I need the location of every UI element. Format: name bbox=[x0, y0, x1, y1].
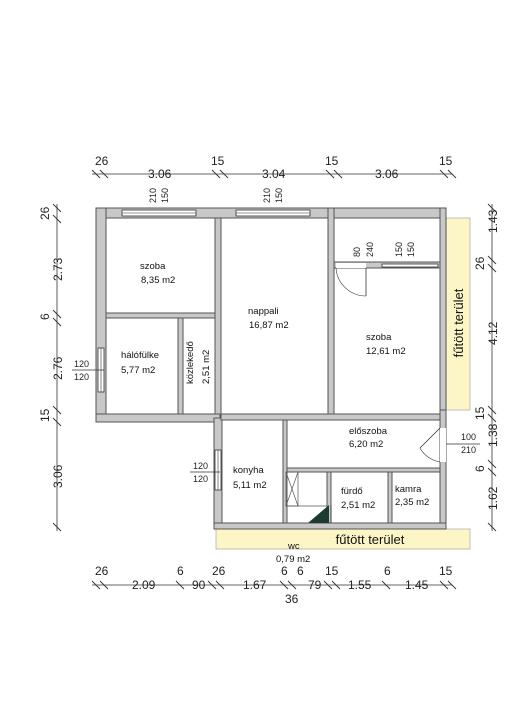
top-dim-small-4: 15 bbox=[439, 154, 453, 168]
left-dimensions: 26 6 15 2.73 2.76 3.06 bbox=[38, 203, 65, 532]
window2-width: 150 bbox=[274, 188, 284, 203]
top-dim-main-3: 3.06 bbox=[375, 167, 399, 181]
right-dim-small-1: 26 bbox=[473, 256, 487, 270]
room-halofulke-area: 5,77 m2 bbox=[121, 365, 155, 376]
room-furdo-area: 2,51 m2 bbox=[341, 500, 375, 511]
bottom-dim-main-1: 2.09 bbox=[132, 578, 156, 592]
wc-fixture bbox=[308, 505, 329, 523]
top-dim-small-2: 15 bbox=[211, 154, 225, 168]
room-szoba2-name: szoba bbox=[366, 332, 392, 343]
bottom-dim-extra: 36 bbox=[285, 592, 299, 606]
bottom-dim-small-7: 6 bbox=[384, 564, 391, 578]
room-konyha-name: konyha bbox=[233, 465, 264, 476]
room-kozlekedo-name: közlekedő bbox=[185, 341, 196, 384]
left-dim-main-2: 2.76 bbox=[51, 356, 65, 380]
top-dimensions: 26 15 15 15 3.06 3.04 3.06 bbox=[91, 154, 457, 181]
room-wc-name: wc bbox=[287, 541, 300, 552]
window3-height: 150 bbox=[394, 242, 404, 257]
room-nappali-name: nappali bbox=[248, 306, 279, 317]
window1-height: 210 bbox=[148, 188, 158, 203]
left-dim-small-2: 6 bbox=[38, 313, 52, 320]
room-eloszoba-area: 6,20 m2 bbox=[349, 439, 383, 450]
right-dim-main-3: 1.38 bbox=[486, 423, 500, 447]
top-dim-small-3: 15 bbox=[325, 154, 339, 168]
right-dim-main-2: 4.12 bbox=[486, 321, 500, 345]
left-dim-small-3: 15 bbox=[38, 408, 52, 422]
heated-area-label-right: fűtött terület bbox=[451, 288, 466, 357]
bottom-dim-small-6: 15 bbox=[325, 564, 339, 578]
doors bbox=[330, 263, 446, 523]
right-dimensions: 26 15 6 1.43 4.12 1.38 1.62 bbox=[473, 203, 500, 532]
window-left2-a: 120 bbox=[193, 461, 208, 471]
left-dim-small-1: 26 bbox=[38, 206, 52, 220]
opening-labels: 210 150 210 150 80 240 150 150 120 120 1… bbox=[72, 188, 480, 484]
shaft bbox=[285, 471, 327, 507]
window-left1-a: 120 bbox=[74, 359, 89, 369]
right-dim-main-1: 1.43 bbox=[486, 209, 500, 233]
room-labels: szoba 8,35 m2 nappali 16,87 m2 szoba 12,… bbox=[121, 261, 429, 565]
left-dim-main-3: 3.06 bbox=[51, 464, 65, 488]
room-kamra-area: 2,35 m2 bbox=[395, 497, 429, 508]
window3-width: 150 bbox=[406, 242, 416, 257]
door-top-height: 240 bbox=[365, 242, 375, 257]
door-right-width: 100 bbox=[461, 432, 476, 442]
room-eloszoba-name: előszoba bbox=[349, 426, 388, 437]
room-halofulke-name: hálófülke bbox=[121, 350, 159, 361]
door-top-width: 80 bbox=[352, 247, 362, 257]
left-dim-main-1: 2.73 bbox=[51, 257, 65, 281]
room-konyha-area: 5,11 m2 bbox=[233, 480, 267, 491]
bottom-dimensions: 26 6 26 6 6 15 6 15 2.09 90 1.67 79 1.55… bbox=[91, 564, 457, 606]
room-szoba2-area: 12,61 m2 bbox=[366, 346, 406, 357]
bottom-dim-small-1: 26 bbox=[95, 564, 109, 578]
heated-area-label-bottom: fűtött terület bbox=[336, 532, 405, 547]
bottom-dim-main-5: 1.55 bbox=[348, 578, 372, 592]
room-wc-area: 0,79 m2 bbox=[276, 554, 310, 565]
door-right-height: 210 bbox=[461, 445, 476, 455]
window-left1-b: 120 bbox=[74, 372, 89, 382]
bottom-dim-main-2: 90 bbox=[192, 578, 206, 592]
room-szoba1-name: szoba bbox=[140, 261, 166, 272]
room-nappali-area: 16,87 m2 bbox=[249, 320, 289, 331]
bottom-dim-small-5: 6 bbox=[297, 564, 304, 578]
right-dim-small-2: 15 bbox=[473, 406, 487, 420]
top-dim-main-2: 3.04 bbox=[262, 167, 286, 181]
window2-height: 210 bbox=[262, 188, 272, 203]
right-dim-small-3: 6 bbox=[473, 465, 487, 472]
window-left2-b: 120 bbox=[193, 474, 208, 484]
room-szoba1-area: 8,35 m2 bbox=[141, 275, 175, 286]
window1-width: 150 bbox=[160, 188, 170, 203]
bottom-dim-main-3: 1.67 bbox=[243, 578, 267, 592]
bottom-dim-small-4: 6 bbox=[281, 564, 288, 578]
bottom-dim-small-3: 26 bbox=[212, 564, 226, 578]
room-furdo-name: fürdő bbox=[341, 486, 363, 497]
bottom-dim-main-6: 1.45 bbox=[405, 578, 429, 592]
top-dim-main-1: 3.06 bbox=[148, 167, 172, 181]
bottom-dim-small-8: 15 bbox=[439, 564, 453, 578]
bottom-dim-small-2: 6 bbox=[177, 564, 184, 578]
room-kamra-name: kamra bbox=[395, 484, 422, 495]
bottom-dim-main-4: 79 bbox=[308, 578, 322, 592]
top-dim-small-1: 26 bbox=[95, 154, 109, 168]
heated-area-right bbox=[445, 217, 471, 411]
right-dim-main-4: 1.62 bbox=[486, 486, 500, 510]
room-kozlekedo-area: 2,51 m2 bbox=[201, 350, 212, 384]
